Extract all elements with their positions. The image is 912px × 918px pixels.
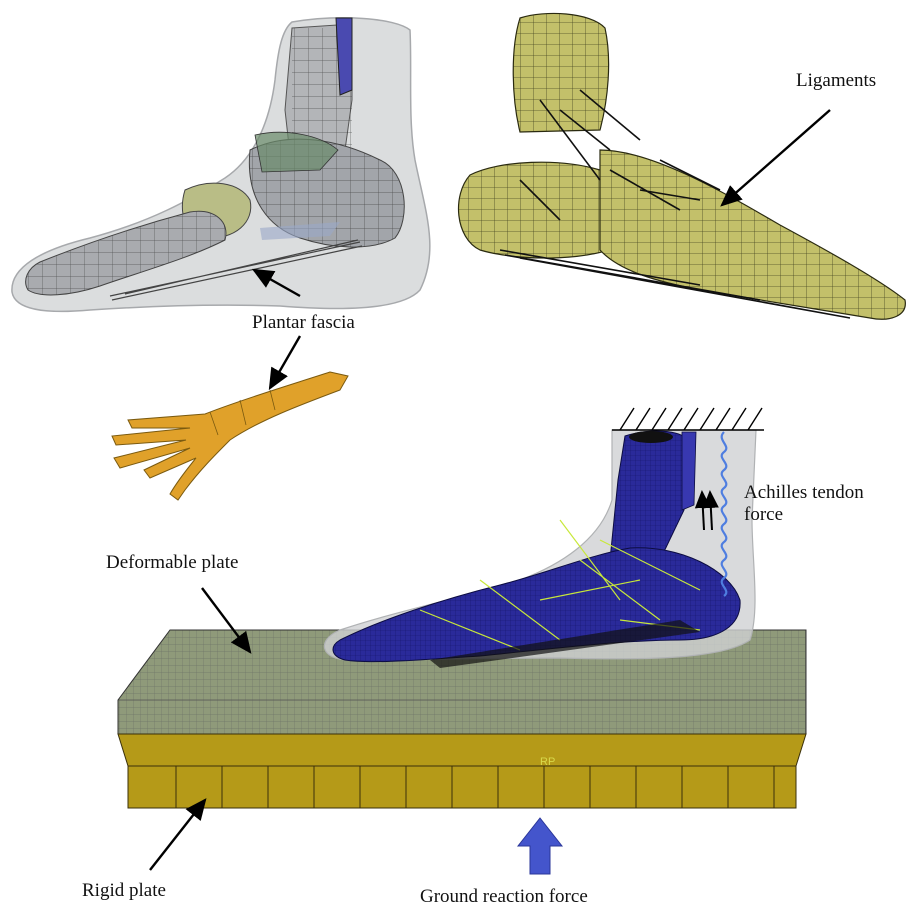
rigid-plate-arrow <box>150 800 205 870</box>
label-plantar-fascia: Plantar fascia <box>252 312 355 334</box>
fixed-boundary-hatch <box>612 408 764 430</box>
top-right-foot-model <box>459 13 906 319</box>
achilles-strip <box>682 432 696 510</box>
rp-marker: RP <box>540 756 555 768</box>
label-ligaments: Ligaments <box>796 70 876 92</box>
label-rigid-plate: Rigid plate <box>82 880 166 902</box>
label-achilles-tendon-force: Achilles tendon force <box>744 482 874 526</box>
top-left-foot-model <box>12 18 430 312</box>
plantar-fascia-arrow-down <box>270 336 300 388</box>
bottom-foot-model <box>324 430 756 668</box>
label-ground-reaction-force: Ground reaction force <box>420 886 588 908</box>
ligaments-arrow <box>722 110 830 205</box>
label-deformable-plate: Deformable plate <box>106 552 238 574</box>
plantar-fascia-part <box>112 372 348 500</box>
rigid-plate <box>118 734 806 808</box>
ground-reaction-force-arrow <box>518 818 562 874</box>
